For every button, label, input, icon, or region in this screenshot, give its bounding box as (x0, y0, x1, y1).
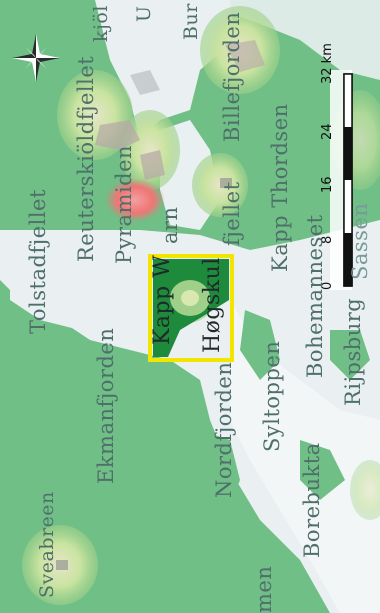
label-men: men (252, 565, 276, 613)
label-syltoppen: Syltoppen (260, 340, 284, 452)
label-ekmanfjorden: Ekmanfjorden (94, 327, 118, 484)
scale-tick-32: 32 km (320, 43, 335, 84)
label-kapp-w: Kapp W (150, 254, 175, 345)
label-rijpsburg: Rijpsburg (341, 297, 365, 406)
highlight-box (148, 254, 234, 362)
label-u: U (133, 5, 155, 22)
label-kapp-thordsen: Kapp Thordsen (268, 103, 292, 272)
label-nordfjorden: Nordfjorden (212, 361, 236, 498)
label-reuterskioldfjellet: Reuterskiöldfjellet (74, 55, 98, 262)
label-kjol: kjöl (90, 5, 112, 42)
label-sassen: Sassen (348, 202, 372, 280)
label-pyramiden: Pyramiden (112, 144, 136, 264)
scale-tick-16: 16 (320, 176, 335, 193)
label-borebukta: Borebukta (300, 442, 324, 558)
fjord-water (95, 0, 235, 140)
label-billefjorden: Billefjorden (220, 11, 244, 142)
label-bohemanneset: Bohemanneset (303, 214, 327, 378)
north-arrow-icon (12, 34, 60, 82)
label-bur: Bur (180, 3, 202, 40)
label-fjellet: fjellet (220, 181, 244, 246)
fjord-water (180, 0, 380, 80)
label-sveabreen: Sveabreen (36, 491, 58, 598)
label-arn: arn (158, 206, 182, 244)
scale-tick-24: 24 (320, 123, 335, 140)
label-hogskul: Høgskul (200, 257, 225, 353)
label-tolstadfjellet: Tolstadfjellet (26, 189, 50, 334)
